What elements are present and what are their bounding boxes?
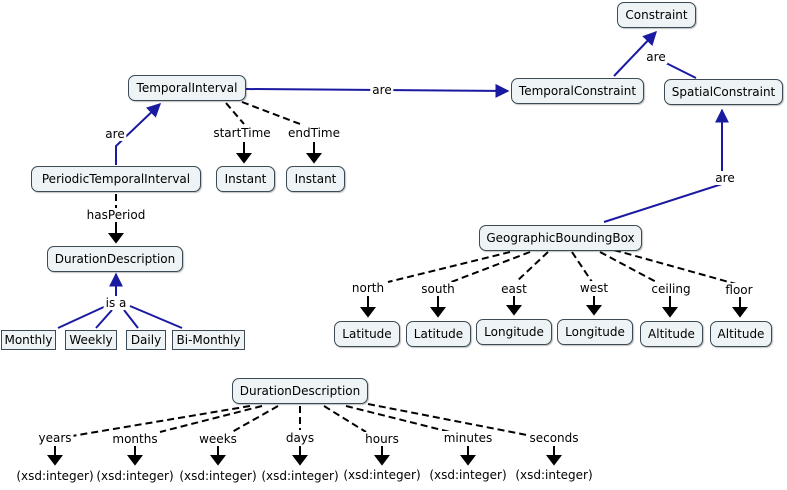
node-instant-start[interactable]: Instant [216,166,275,192]
link-label-are-temporal: are [370,83,394,97]
link-label-hasperiod: hasPeriod [84,208,148,222]
node-temporal-constraint[interactable]: TemporalConstraint [511,78,644,104]
node-daily[interactable]: Daily [126,330,166,350]
link-label-are-constraint: are [644,50,668,64]
node-duration-description-top[interactable]: DurationDescription [47,246,183,272]
edge-bbox-floor [613,249,737,285]
arrow-days [292,446,308,466]
arrow-minutes [460,446,476,466]
arrow-north [360,296,376,318]
link-label-hours: hours [363,432,401,446]
link-label-is-a: is a [103,296,129,310]
value-days: (xsd:integer) [261,469,339,483]
edge-bbox-south [445,251,531,285]
edge-bimonthly-isa [129,305,183,329]
arrow-ceiling [662,296,678,318]
arrow-west [586,296,602,316]
edge-dd-weeks [231,405,279,433]
node-instant-end[interactable]: Instant [286,166,345,192]
value-months: (xsd:integer) [96,469,174,483]
arrow-south [430,296,446,318]
edge-interval-endtime [241,101,301,125]
link-label-weeks: weeks [197,432,239,446]
node-weekly[interactable]: Weekly [65,330,117,350]
link-label-starttime: startTime [211,126,273,140]
edge-weekly-isa [95,309,113,329]
node-spatial-constraint[interactable]: SpatialConstraint [664,79,783,105]
link-label-years: years [36,431,74,445]
edge-bbox-to-spatial [603,108,729,223]
edge-bbox-east [515,251,549,283]
arrow-floor [732,296,748,318]
link-label-east: east [499,282,529,296]
node-longitude-east[interactable]: Longitude [476,319,552,345]
value-seconds: (xsd:integer) [515,468,593,482]
node-altitude-ceiling[interactable]: Altitude [640,321,703,347]
link-label-days: days [283,431,317,445]
edge-bbox-west [571,251,593,283]
node-geographic-bounding-box[interactable]: GeographicBoundingBox [479,225,642,251]
arrow-seconds [546,446,562,466]
edge-temporal-to-constraint [613,30,657,77]
link-label-south: south [419,282,457,296]
arrow-starttime [236,142,252,164]
link-label-ceiling: ceiling [649,282,693,296]
value-weeks: (xsd:integer) [179,469,257,483]
link-label-minutes: minutes [441,431,495,445]
node-constraint[interactable]: Constraint [617,2,696,28]
link-label-are-periodic: are [103,127,127,141]
link-label-west: west [577,281,611,295]
edge-bbox-north [387,251,511,283]
edge-dd-seconds [367,403,533,437]
edge-interval-starttime [225,102,245,125]
arrow-years [47,446,63,466]
value-minutes: (xsd:integer) [429,468,507,482]
edge-dd-hours [323,405,367,433]
arrow-east [506,296,522,316]
value-hours: (xsd:integer) [343,468,421,482]
arrow-hours [374,446,390,466]
node-periodic-temporal-interval[interactable]: PeriodicTemporalInterval [31,166,201,192]
link-label-seconds: seconds [527,431,581,445]
value-years: (xsd:integer) [16,469,94,483]
node-latitude-south[interactable]: Latitude [406,321,471,347]
arrow-weeks [210,446,226,466]
link-label-floor: floor [723,283,755,297]
edge-monthly-isa [57,305,107,329]
node-altitude-floor[interactable]: Altitude [710,321,772,347]
arrow-months [127,446,143,466]
edge-dd-years [71,405,251,437]
node-monthly[interactable]: Monthly [1,330,56,350]
edge-bbox-ceiling [599,251,661,285]
node-duration-description-bottom[interactable]: DurationDescription [232,378,368,404]
link-label-months: months [110,432,160,446]
edge-dd-minutes [345,405,451,433]
link-label-north: north [349,281,387,295]
node-latitude-north[interactable]: Latitude [334,321,400,347]
node-temporal-interval[interactable]: TemporalInterval [128,75,246,101]
arrow-hasperiod [108,222,124,244]
node-bi-monthly[interactable]: Bi-Monthly [172,330,245,350]
edge-daily-isa [123,309,139,329]
link-label-are-spatial: are [713,171,737,185]
arrow-endtime [306,142,322,164]
link-label-endtime: endTime [286,126,342,140]
edge-dd-months [159,405,263,433]
edge-periodic-to-interval [115,103,162,165]
node-longitude-west[interactable]: Longitude [557,319,633,345]
